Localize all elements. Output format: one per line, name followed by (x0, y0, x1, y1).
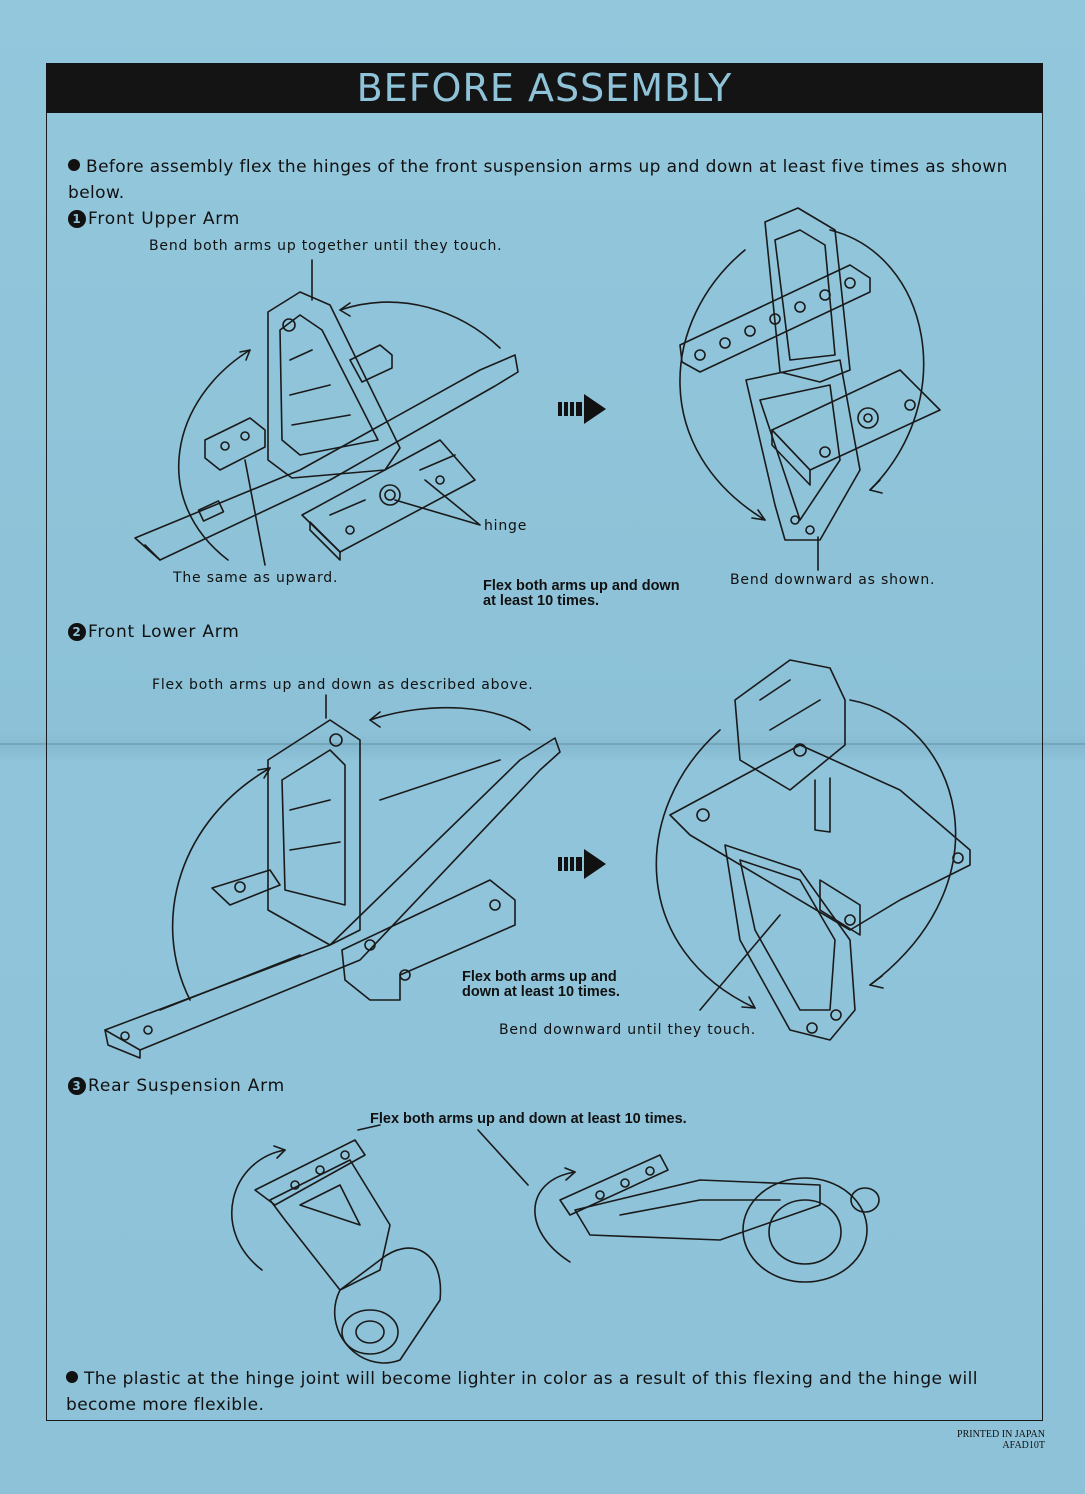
intro-label: Before assembly flex the hinges of the f… (68, 157, 1008, 203)
footer-printed: PRINTED IN JAPAN (957, 1429, 1045, 1440)
paper-fold-line (0, 743, 1085, 745)
step-2-title: Front Lower Arm (88, 622, 240, 642)
step-1-title: Front Upper Arm (88, 209, 241, 229)
page-title: BEFORE ASSEMBLY (46, 63, 1043, 113)
step-number-icon: 1 (68, 210, 86, 228)
step-3-title: Rear Suspension Arm (88, 1076, 286, 1096)
step-2-note-top: Flex both arms up and down as described … (152, 677, 534, 693)
step-3-flex-note: Flex both arms up and down at least 10 t… (370, 1111, 687, 1127)
step-1-note-left: The same as upward. (173, 570, 339, 586)
bullet-icon (66, 1371, 78, 1383)
step-1-note-top: Bend both arms up together until they to… (149, 238, 503, 254)
arrow-right-icon (558, 394, 606, 424)
step-number-icon: 2 (68, 623, 86, 641)
front-lower-arm-down-illustration (655, 659, 971, 1041)
flex-note-line-1: Flex both arms up and down (483, 578, 680, 594)
flex-note-line-2: at least 10 times. (483, 593, 600, 609)
footer-code: AFAD10T (1002, 1440, 1045, 1451)
step-number-icon: 3 (68, 1077, 86, 1095)
rear-suspension-arm-illustration (231, 1124, 880, 1364)
step-1-note-right: Bend downward as shown. (730, 572, 936, 588)
intro-text: Before assembly flex the hinges of the f… (68, 154, 1018, 206)
front-upper-arm-down-illustration (679, 207, 941, 571)
outro-text: The plastic at the hinge joint will beco… (66, 1366, 1041, 1418)
outro-label: The plastic at the hinge joint will beco… (66, 1369, 978, 1415)
step-2-note-right: Bend downward until they touch. (499, 1022, 757, 1038)
flex-note-line-2: down at least 10 times. (462, 984, 620, 1000)
bullet-icon (68, 159, 80, 171)
front-upper-arm-up-illustration (134, 259, 519, 566)
front-lower-arm-up-illustration (104, 694, 561, 1059)
hinge-label: hinge (484, 518, 528, 534)
arrow-right-icon (558, 849, 606, 879)
flex-note-line-1: Flex both arms up and (462, 969, 617, 985)
